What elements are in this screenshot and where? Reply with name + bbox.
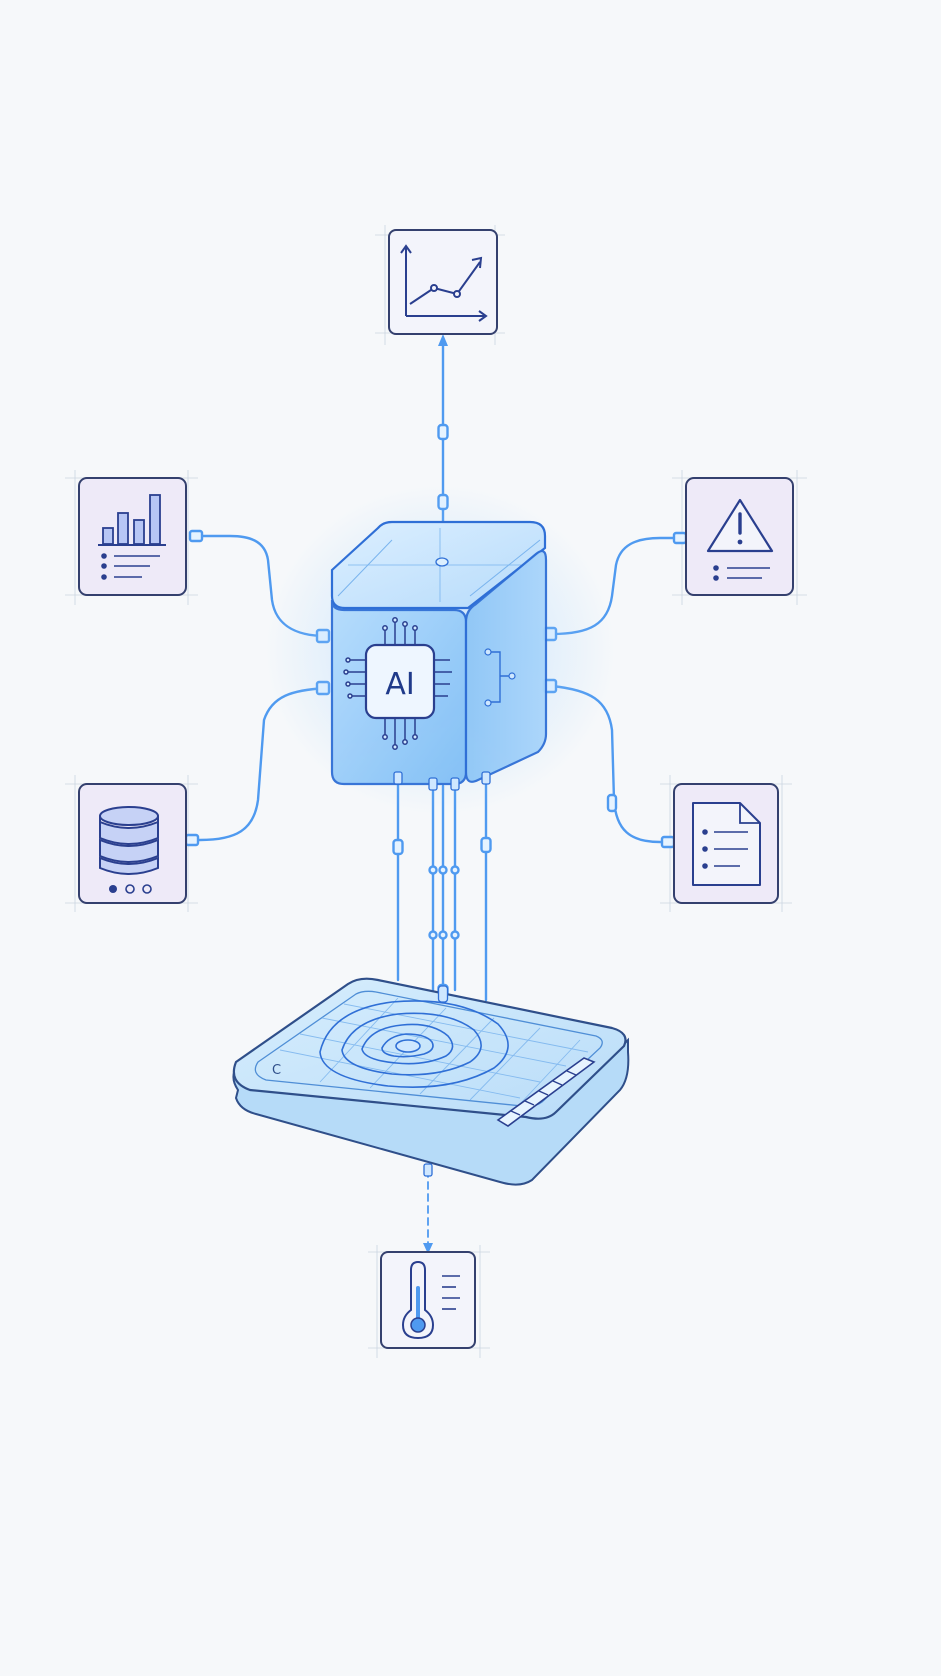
- warning-triangle-icon: [706, 498, 774, 553]
- contour-lines: [319, 1000, 509, 1088]
- trend-line-chart-icon: [400, 244, 488, 322]
- node-alert-card: [685, 477, 794, 596]
- thermometer-icon: [401, 1260, 460, 1340]
- node-trend-card: [388, 229, 498, 335]
- node-database-card: [78, 783, 187, 904]
- ai-chip-icon: [343, 617, 452, 750]
- field-map-tablet: C: [232, 977, 630, 1186]
- arrowhead-temperature: [423, 1243, 433, 1254]
- legend-lines-icon: [101, 553, 160, 580]
- bar-chart-icon: [98, 494, 166, 546]
- node-analytics-card: [78, 477, 187, 596]
- tablet-surface: [232, 977, 627, 1120]
- ai-cube: AI: [265, 485, 615, 815]
- level-bar: [496, 1057, 596, 1127]
- cube-side-face: [464, 550, 548, 783]
- arrowhead-trend: [438, 334, 448, 346]
- document-icon: [692, 802, 761, 886]
- node-temperature-card: [380, 1251, 476, 1349]
- status-dots: [109, 884, 152, 894]
- node-report-card: [673, 783, 779, 904]
- tablet-corner-mark: C: [272, 1063, 281, 1078]
- legend-lines-icon: [713, 565, 770, 581]
- database-icon: [99, 806, 159, 875]
- ai-chip-label: AI: [385, 667, 414, 702]
